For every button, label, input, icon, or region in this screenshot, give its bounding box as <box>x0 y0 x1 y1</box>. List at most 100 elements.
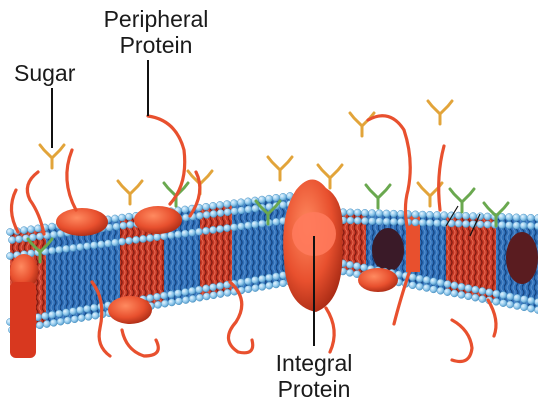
lipid-head <box>182 296 189 303</box>
lipid-head <box>71 316 78 323</box>
lipid-head <box>203 293 210 300</box>
lipid-head <box>477 221 484 228</box>
lipid-head <box>195 228 202 235</box>
lipid-head <box>36 233 43 240</box>
lipid-head <box>223 225 230 232</box>
lipid-head <box>237 199 244 206</box>
lipid-head <box>251 221 258 228</box>
lipid-head <box>258 275 265 282</box>
lipid-head <box>458 283 465 290</box>
lipid-head <box>202 227 209 234</box>
lipid-head <box>153 293 160 300</box>
lipid-head <box>506 222 513 229</box>
lipid-head <box>174 231 181 238</box>
lipid-head <box>433 211 440 218</box>
lipid-head <box>118 238 125 245</box>
lipid-head <box>272 194 279 201</box>
lipid-head <box>423 276 430 283</box>
lipid-head <box>202 203 209 210</box>
lipid-head <box>484 221 491 228</box>
lipid-head <box>181 206 188 213</box>
lipid-head <box>210 210 217 217</box>
lipid-head <box>216 282 223 289</box>
lipid-head <box>346 269 353 276</box>
lipid-head <box>237 223 244 230</box>
lipid-head <box>383 218 390 225</box>
lipid-head <box>520 214 527 221</box>
lipid-head <box>92 312 99 319</box>
lipid-head <box>237 279 244 286</box>
lipid-head <box>272 218 279 225</box>
lipid-head <box>196 294 203 301</box>
lipid-head <box>465 285 472 292</box>
lipid-head <box>127 221 134 228</box>
lipid-head <box>83 305 90 312</box>
lipid-head <box>472 294 479 301</box>
lipid-head <box>513 222 520 229</box>
lipid-head <box>90 242 97 249</box>
lipid-head <box>520 222 527 229</box>
lipid-head <box>500 300 507 307</box>
lipid-head <box>146 234 153 241</box>
lipid-head <box>62 245 69 252</box>
lipid-head <box>346 261 353 268</box>
lipid-head <box>451 290 458 297</box>
lipid-head <box>266 282 273 289</box>
sugar-chain <box>350 113 374 136</box>
lipid-head <box>196 212 203 219</box>
lipid-head <box>181 288 188 295</box>
lipid-head <box>27 226 34 233</box>
lipid-head <box>498 221 505 228</box>
lipid-head <box>507 293 514 300</box>
lipid-head <box>409 282 416 289</box>
lipid-head <box>251 276 258 283</box>
label-integral-protein: Integral Protein <box>262 350 366 402</box>
lipid-bilayer-right <box>332 200 538 320</box>
lipid-head <box>97 241 104 248</box>
lipid-head <box>55 246 62 253</box>
lipid-head <box>354 209 361 216</box>
lipid-head <box>6 252 13 259</box>
lipid-head <box>217 209 224 216</box>
label-peripheral-line1: Peripheral <box>90 6 222 32</box>
lipid-head <box>361 217 368 224</box>
lipid-head <box>238 207 245 214</box>
lipid-head <box>203 211 210 218</box>
lipid-head <box>20 227 27 234</box>
lipid-head <box>353 263 360 270</box>
sugar-chain <box>450 189 474 212</box>
lipid-head <box>76 243 83 250</box>
lipid-head <box>347 217 354 224</box>
lipid-head <box>244 198 251 205</box>
lipid-head <box>231 208 238 215</box>
lipid-head <box>209 284 216 291</box>
sugar-chain <box>40 145 64 168</box>
lipid-head <box>479 295 486 302</box>
lipid-head <box>111 239 118 246</box>
lipid-head <box>118 214 125 221</box>
lipid-bilayer-left <box>6 180 293 350</box>
lipid-head <box>258 196 265 203</box>
lipid-head <box>64 317 71 324</box>
lipid-head <box>455 220 462 227</box>
lipid-head <box>486 289 493 296</box>
lipid-head <box>224 209 231 216</box>
lipid-head <box>412 211 419 218</box>
lipid-head <box>514 294 521 301</box>
lipid-head <box>132 236 139 243</box>
lipid-head <box>419 219 426 226</box>
lipid-head <box>8 236 15 243</box>
lipid-head <box>48 223 55 230</box>
lipid-head <box>195 286 202 293</box>
lipid-head <box>62 309 69 316</box>
lipid-head <box>50 319 57 326</box>
lipid-head <box>506 214 513 221</box>
lipid-head <box>426 219 433 226</box>
label-sugar: Sugar <box>14 60 75 86</box>
lipid-head <box>76 306 83 313</box>
lipid-head <box>6 228 13 235</box>
lipid-head <box>161 300 168 307</box>
lipid-head <box>224 289 231 296</box>
